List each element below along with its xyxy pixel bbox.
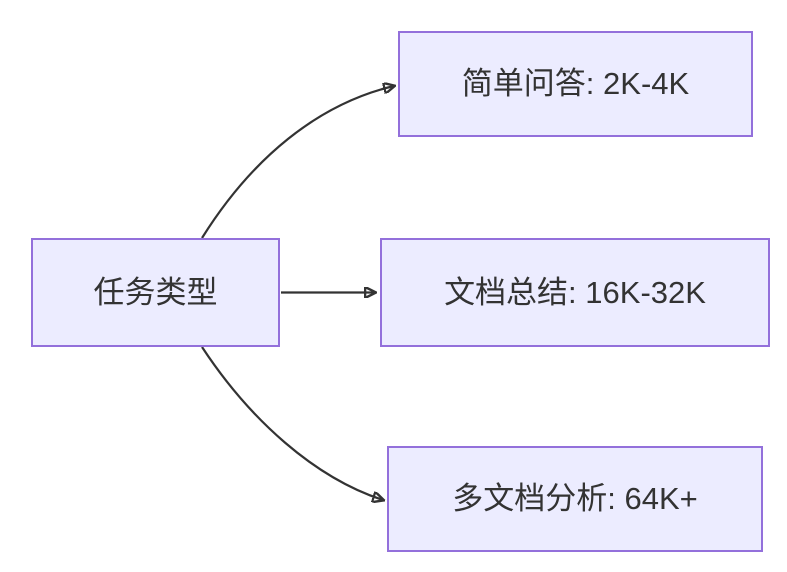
node-task-type-label: 任务类型 xyxy=(93,274,218,310)
node-simple-qa-label: 简单问答: 2K-4K xyxy=(461,66,690,102)
edge-task-type-to-multi-doc xyxy=(201,346,383,500)
node-multi-doc-label: 多文档分析: 64K+ xyxy=(452,481,698,517)
node-doc-summary-label: 文档总结: 16K-32K xyxy=(444,274,706,310)
node-doc-summary: 文档总结: 16K-32K xyxy=(380,238,770,347)
node-task-type: 任务类型 xyxy=(31,238,280,347)
node-simple-qa: 简单问答: 2K-4K xyxy=(398,31,753,137)
node-multi-doc: 多文档分析: 64K+ xyxy=(387,446,763,552)
edge-task-type-to-simple-qa xyxy=(201,86,394,239)
